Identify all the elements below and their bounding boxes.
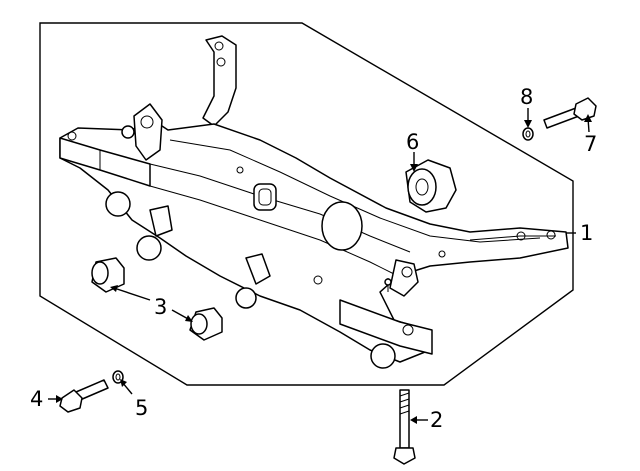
bushing-part-3-a[interactable]: [91, 257, 125, 293]
subframe-part-1[interactable]: [59, 35, 569, 369]
callout-6: 6: [406, 130, 419, 154]
bushing-part-6[interactable]: [405, 159, 457, 213]
callout-1: 1: [580, 221, 593, 245]
leader-lines: [48, 108, 592, 424]
bolt-part-2[interactable]: [393, 389, 416, 465]
callout-3: 3: [154, 295, 167, 319]
bolt-part-7[interactable]: [543, 97, 597, 129]
bolt-part-4[interactable]: [59, 379, 109, 413]
callout-4: 4: [30, 387, 43, 411]
callout-2: 2: [430, 408, 443, 432]
callout-5: 5: [135, 396, 148, 420]
assembly-outline: [39, 22, 574, 386]
callout-8: 8: [520, 85, 533, 109]
washer-part-8[interactable]: [522, 127, 534, 141]
bushing-part-3-b[interactable]: [189, 307, 223, 341]
callout-7: 7: [584, 132, 597, 156]
